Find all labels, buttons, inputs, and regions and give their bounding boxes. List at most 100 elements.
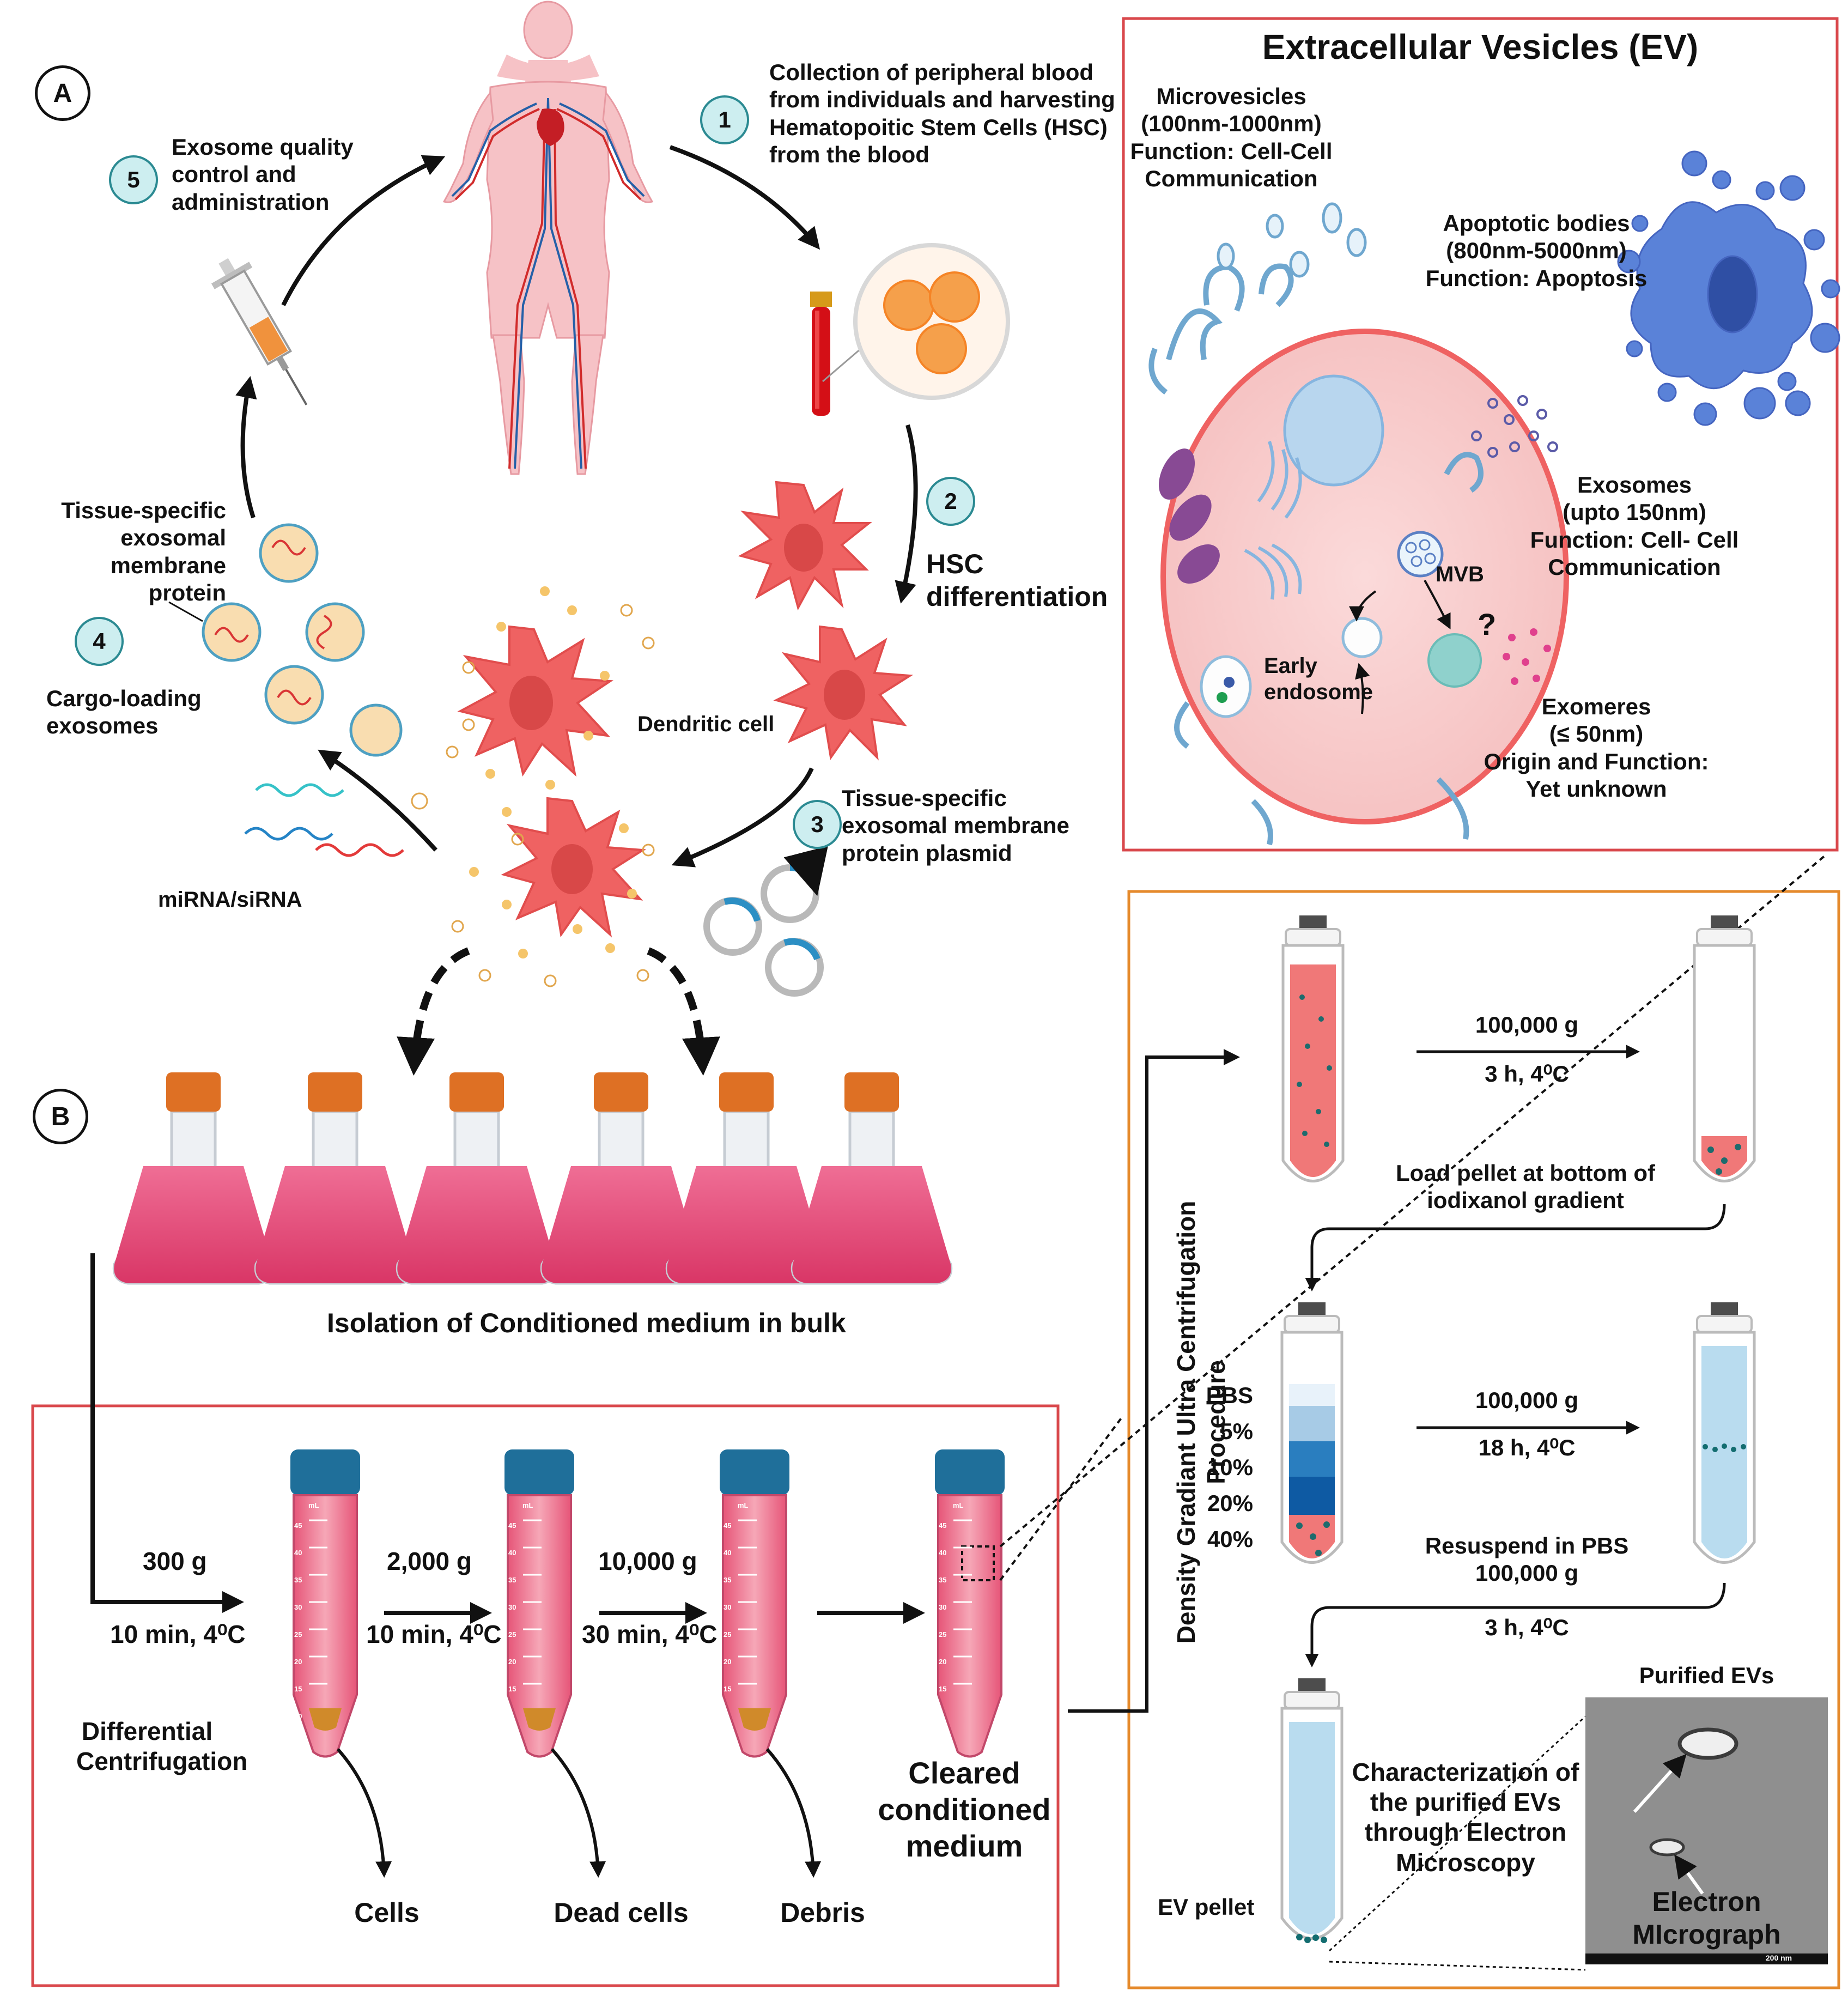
dguc-tube-3-gradient [1280, 1302, 1344, 1564]
arrow-flasks-down [90, 1253, 244, 1613]
exomeres-label: Exomeres(≤ 50nm) Origin and Function:Yet… [1484, 694, 1709, 802]
electron-micrograph [1585, 1697, 1828, 1964]
dguc-tube-2 [1693, 915, 1756, 1182]
step1-force: 300 g [143, 1547, 207, 1575]
human-figure-icon [442, 1, 654, 475]
waste-dead-cells: Dead cells [554, 1897, 689, 1928]
spin1-condition: 3 h, 4⁰C [1485, 1061, 1569, 1087]
diff-frame [31, 1404, 1060, 1987]
ev-title: Extracellular Vesicles (EV) [1262, 27, 1699, 66]
exosomes-label: Exosomes(upto 150nm) Function: Cell- Cel… [1530, 472, 1739, 580]
dendritic-cell-label: Dendritic cell [637, 712, 775, 736]
released-exosome-dots [469, 586, 637, 958]
unknown-origin-question-mark: ? [1478, 607, 1497, 641]
exosome-dots [1471, 395, 1558, 458]
waste-cells: Cells [354, 1897, 420, 1928]
microvesicles-label: Microvesicles(100nm-1000nm) Function: Ce… [1130, 83, 1333, 192]
dguc-tube-5 [1280, 1678, 1344, 1943]
arrow-to-dead-cells [550, 1748, 606, 1878]
dendritic-cell-bottom-icon [501, 797, 647, 938]
step3-force: 10,000 g [598, 1547, 697, 1575]
loaded-exosome-icons [202, 523, 403, 757]
tube3-unit: mL [738, 1501, 749, 1509]
arrow-cells-to-plasmid [671, 767, 814, 867]
dguc-tube-4 [1693, 1302, 1756, 1564]
waste-debris: Debris [780, 1897, 865, 1928]
dendritic-cell-top-icon [738, 481, 872, 611]
spin2-condition: 18 h, 4⁰C [1478, 1435, 1576, 1460]
arrow-exosomes-to-syringe [235, 376, 257, 519]
dashed-arrow-left [397, 947, 470, 1076]
released-exosome-stars [411, 604, 655, 987]
tube1-unit: mL [308, 1501, 319, 1509]
dguc-tube-1 [1281, 915, 1345, 1182]
purified-evs-label: Purified EVs [1639, 1663, 1774, 1688]
tube-graduation-lines [309, 1519, 972, 1685]
scale-bar-label: 200 nm [1765, 1953, 1792, 1962]
ev-cell-icon [1158, 329, 1569, 824]
arrow-1-to-tube [669, 145, 820, 250]
step2-force: 2,000 g [387, 1547, 472, 1575]
mvb-label: MVB [1436, 562, 1484, 586]
step-5-badge: 5 [109, 155, 158, 204]
spin3-condition: 3 h, 4⁰C [1485, 1615, 1569, 1640]
hsc-magnifier-icon [853, 243, 1010, 400]
apoptotic-bodies-label: Apoptotic bodies(800nm-5000nm)Function: … [1425, 210, 1648, 291]
ev-pellet-label: EV pellet [1158, 1894, 1255, 1920]
arrow-to-dguc [1068, 1049, 1240, 1713]
dendritic-cell-exosome-icon [457, 625, 613, 777]
pellet-dots [1296, 994, 1741, 1556]
tube2-unit: mL [522, 1501, 533, 1509]
dashed-arrow-right [647, 947, 720, 1076]
free-microvesicles [1217, 202, 1367, 278]
step1-condition: 10 min, 4⁰C [110, 1620, 246, 1648]
blood-tube-icon [810, 292, 832, 416]
spin1-force: 100,000 g [1475, 1012, 1579, 1038]
arrow-tube-to-cells [895, 424, 918, 604]
isolation-label: Isolation of Conditioned medium in bulk [327, 1308, 846, 1338]
panel-a-label: A [35, 65, 90, 121]
exomere-dots [1503, 628, 1551, 685]
step-2-badge: 2 [926, 477, 975, 526]
step3-condition: 30 min, 4⁰C [582, 1620, 718, 1648]
plasmid-icons [703, 846, 828, 997]
arrow-to-cells [336, 1748, 392, 1878]
arrow-to-debris [765, 1748, 822, 1878]
step-4-badge: 4 [75, 617, 124, 666]
mirna-strand-icons [244, 783, 404, 857]
budding-microvesicles [1148, 263, 1484, 846]
dendritic-cell-mid-icon [773, 625, 914, 761]
arrow-resuspend [1305, 1582, 1726, 1667]
tube4-unit: mL [953, 1501, 964, 1509]
falcon-tubes [290, 1449, 1005, 1758]
ev-frame [1122, 17, 1839, 852]
mirna-label: miRNA/siRNA [158, 888, 302, 912]
step-3-badge: 3 [793, 800, 842, 849]
syringe-icon [211, 258, 308, 405]
culture-flasks [112, 1072, 953, 1285]
apoptotic-body-icon [1617, 150, 1840, 426]
spin2-force: 100,000 g [1475, 1387, 1579, 1413]
panel-b-label: B [33, 1089, 88, 1144]
step2-condition: 10 min, 4⁰C [366, 1620, 502, 1648]
arrow-dc-to-exosomes [318, 749, 437, 852]
step-1-badge: 1 [700, 95, 749, 144]
